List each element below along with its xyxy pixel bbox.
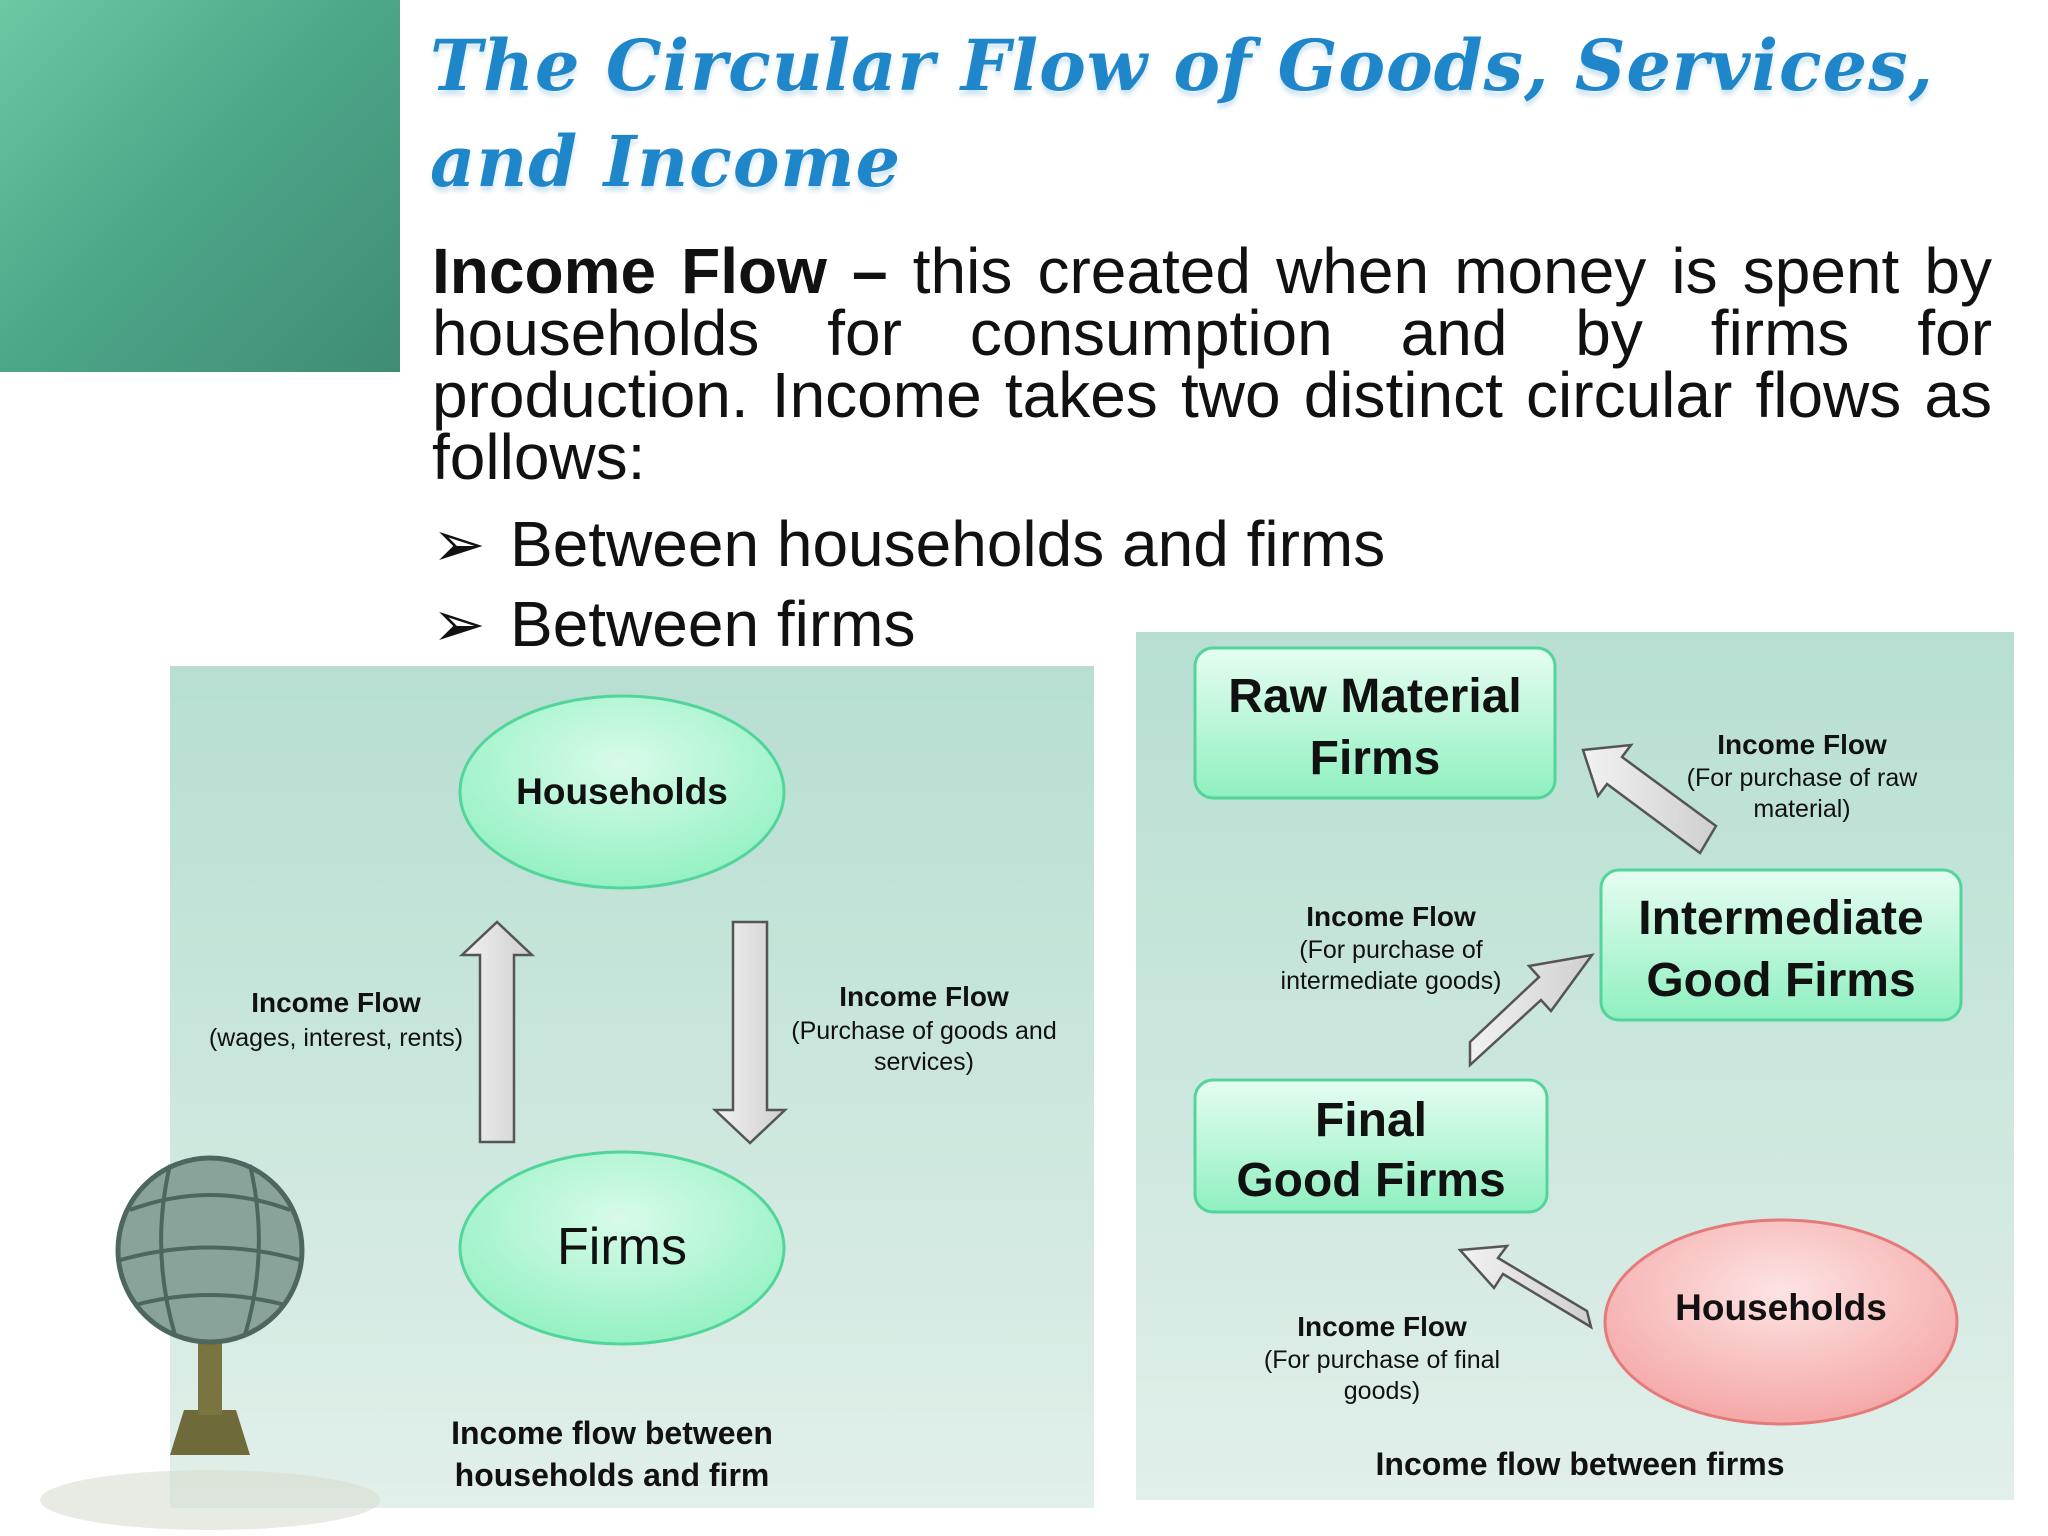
down-flow-subtitle-line2: services) (874, 1048, 974, 1076)
intermediate-label-line1: Intermediate (1638, 892, 1923, 945)
intermediate-flow-title: Income Flow (1306, 901, 1476, 932)
up-flow-title: Income Flow (251, 987, 421, 1018)
up-flow-subtitle: (wages, interest, rents) (209, 1024, 463, 1052)
intermediate-flow-subtitle-line2: intermediate goods) (1281, 967, 1502, 995)
decorative-corner-block (0, 0, 400, 372)
households-node-right (1603, 1218, 1959, 1426)
bullet-text: Between firms (510, 588, 916, 660)
raw-flow-title: Income Flow (1717, 729, 1887, 760)
down-flow-subtitle-line1: (Purchase of goods and (791, 1017, 1056, 1045)
households-node (458, 694, 786, 890)
final-flow-title: Income Flow (1297, 1311, 1467, 1342)
firms-node (458, 1150, 786, 1346)
slide-title: The Circular Flow of Goods, Services, an… (430, 24, 1934, 203)
final-label-line1: Final (1315, 1094, 1427, 1147)
final-good-firms-box (1193, 1078, 1549, 1214)
intermediate-flow-subtitle-line1: (For purchase of (1299, 936, 1482, 964)
arrow-bullet-icon: ➢ (432, 588, 486, 660)
raw-material-label-line1: Raw Material (1228, 670, 1521, 723)
right-caption: Income flow between firms (1376, 1446, 1785, 1482)
intermediate-good-firms-box (1599, 868, 1963, 1022)
raw-material-label-line2: Firms (1310, 732, 1441, 785)
arrow-down-icon (711, 920, 789, 1145)
raw-flow-subtitle-line2: material) (1753, 795, 1850, 823)
households-label-right: Households (1675, 1287, 1887, 1328)
bullet-text: Between households and firms (510, 508, 1386, 580)
intermediate-label-line2: Good Firms (1646, 954, 1915, 1007)
body-term: Income Flow – (432, 235, 888, 307)
firms-label: Firms (557, 1218, 687, 1276)
arrow-up-icon (458, 920, 536, 1144)
globe-ornament-icon (40, 1155, 380, 1530)
arrow-to-final-goods-icon (1457, 1244, 1593, 1330)
final-flow-subtitle-line2: goods) (1344, 1377, 1420, 1405)
raw-flow-subtitle-line1: (For purchase of raw (1687, 764, 1919, 792)
body-definition: this created when money is spent by hous… (432, 235, 1993, 493)
final-label-line2: Good Firms (1236, 1154, 1505, 1207)
households-label: Households (516, 771, 728, 812)
raw-material-firms-box (1193, 646, 1557, 800)
arrow-to-intermediate-icon (1468, 953, 1595, 1068)
left-caption-line2: households and firm (455, 1457, 770, 1493)
arrow-bullet-icon: ➢ (432, 508, 486, 580)
arrow-to-raw-material-icon (1581, 743, 1718, 855)
down-flow-title: Income Flow (839, 981, 1009, 1012)
bullet-item: ➢ Between households and firms (432, 508, 1385, 580)
final-flow-subtitle-line1: (For purchase of final (1264, 1346, 1500, 1374)
left-caption-line1: Income flow between (451, 1415, 773, 1451)
slide-body-paragraph: Income Flow – this created when money is… (432, 239, 1992, 489)
bullet-item: ➢ Between firms (432, 588, 915, 660)
